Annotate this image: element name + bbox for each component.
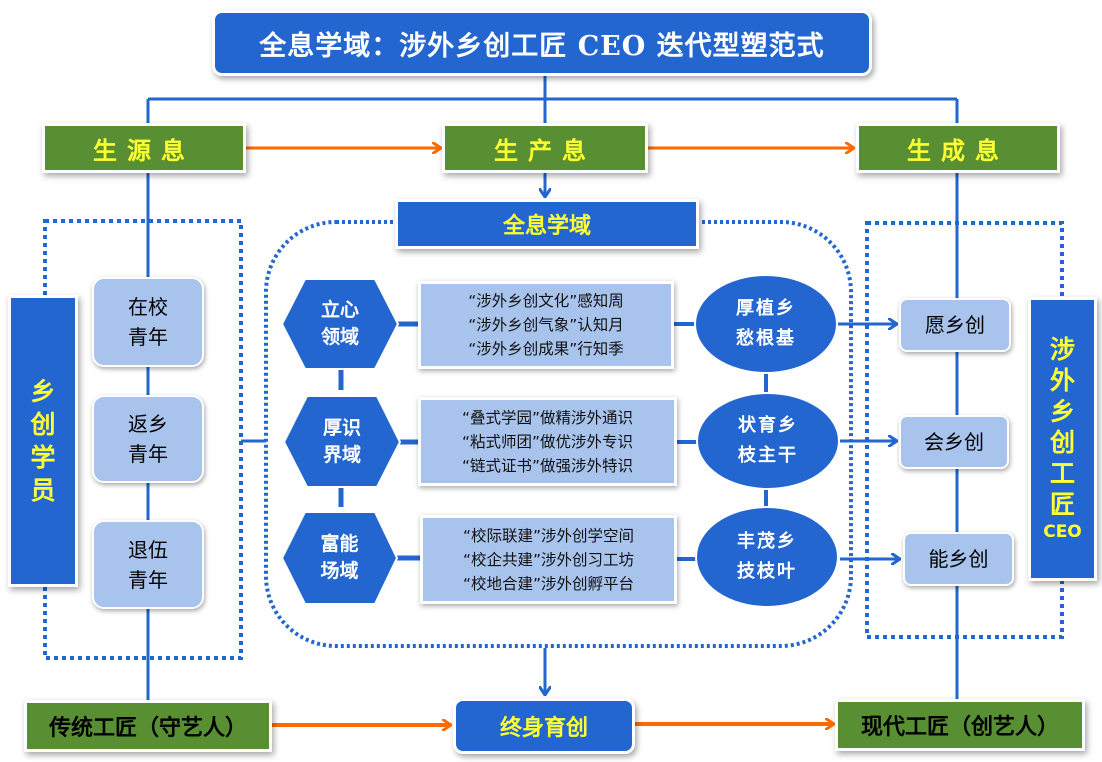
outcome-info-box: 生成息: [856, 123, 1060, 173]
content-line: “粘式师团”做优涉外专识: [461, 432, 634, 451]
vertical-char: 涉: [1049, 335, 1075, 364]
hexagon-shape: [280, 511, 399, 605]
oval-shape: [696, 392, 840, 490]
lifelong-innovation-box: 终身育创: [453, 698, 635, 754]
hex-label-line: 领域: [320, 326, 359, 348]
vertical-char: 匠: [1049, 490, 1075, 519]
left-dotted-frame: [43, 219, 243, 660]
oval-label-line: 厚植乡: [736, 298, 796, 319]
traditional-craftsman-box: 传统工匠（守艺人）: [24, 700, 272, 752]
production-info-box: 生产息: [442, 123, 648, 173]
oval-label-line: 愁根基: [736, 328, 796, 349]
oval-trunk-label: 状育乡 枝主干: [697, 393, 839, 489]
hex-label-line: 场域: [320, 560, 359, 582]
hexagon-shape: [280, 278, 400, 370]
domain-content-ability: “校际联建”涉外创学空间 “校企共建”涉外创习工坊 “校地合建”涉外创孵平台: [420, 515, 677, 604]
student-type-line: 青年: [128, 567, 168, 592]
hex-label-line: 立心: [320, 299, 359, 321]
domain-hexagon-heart: 立心 领域: [282, 279, 398, 369]
content-line: “校企共建”涉外创习工坊: [462, 550, 635, 569]
student-type-line: 青年: [128, 442, 168, 466]
vertical-char-ceo: CEO: [1043, 522, 1082, 542]
oval-root-label: 厚植乡 愁根基: [695, 275, 837, 373]
oval-label-line: 丰茂乡: [737, 531, 797, 552]
student-type-line: 退伍: [128, 537, 168, 562]
vertical-char: 乡: [30, 377, 56, 406]
vertical-char: 工: [1049, 459, 1075, 488]
oval-leaf-label: 丰茂乡 技枝叶: [696, 507, 838, 607]
vertical-char: 员: [30, 476, 56, 505]
content-line: “涉外乡创文化”感知周: [468, 292, 624, 310]
domain-content-knowledge: “叠式学园”做精涉外通识 “粘式师团”做优涉外专识 “链式证书”做强涉外特识: [418, 397, 677, 486]
outcome-willing: 愿乡创: [899, 298, 1011, 352]
oval-shape: [695, 506, 839, 608]
oval-label-line: 枝主干: [738, 445, 798, 466]
oval-label-line: 状育乡: [738, 415, 798, 436]
vertical-char: 创: [1049, 428, 1075, 457]
modern-craftsman-box: 现代工匠（创艺人）: [835, 699, 1085, 751]
content-line: “链式证书”做强涉外特识: [461, 456, 634, 475]
outcome-able: 能乡创: [903, 532, 1014, 586]
vertical-char: 学: [30, 443, 56, 472]
content-line: “校地合建”涉外创孵平台: [462, 574, 635, 593]
diagram-title: 全息学域：涉外乡创工匠 CEO 迭代型塑范式: [212, 10, 872, 76]
hex-label-line: 厚识: [322, 416, 361, 439]
hex-label-line: 界域: [322, 443, 361, 466]
content-line: “叠式学园”做精涉外通识: [461, 408, 634, 427]
student-type-returning: 返乡 青年: [92, 395, 204, 483]
student-type-veteran: 退伍 青年: [92, 520, 204, 609]
content-line: “涉外乡创气象”认知月: [468, 316, 624, 334]
outcome-capable: 会乡创: [899, 415, 1009, 469]
hexagon-shape: [282, 395, 402, 488]
vertical-char: 乡: [1049, 397, 1075, 426]
student-type-in-school: 在校 青年: [92, 277, 204, 367]
content-line: “校际联建”涉外创学空间: [462, 526, 635, 545]
vertical-char: 外: [1049, 366, 1075, 395]
content-line: “涉外乡创成果”行知季: [468, 340, 624, 358]
oval-shape: [694, 274, 838, 374]
student-type-line: 青年: [128, 325, 168, 349]
rural-ceo-label: 涉 外 乡 创 工 匠 CEO: [1028, 297, 1097, 581]
domain-hexagon-ability: 富能 场域: [282, 512, 397, 604]
oval-label-line: 技枝叶: [737, 561, 797, 582]
vertical-char: 创: [30, 410, 56, 439]
source-info-box: 生源息: [42, 123, 246, 173]
domain-hexagon-knowledge: 厚识 界域: [284, 396, 400, 487]
student-type-line: 在校: [128, 295, 168, 319]
rural-student-label: 乡 创 学 员: [8, 295, 78, 587]
holographic-domain-header: 全息学域: [395, 199, 699, 249]
hex-label-line: 富能: [320, 533, 359, 555]
domain-content-heart: “涉外乡创文化”感知周 “涉外乡创气象”认知月 “涉外乡创成果”行知季: [418, 281, 674, 369]
student-type-line: 返乡: [128, 412, 168, 436]
